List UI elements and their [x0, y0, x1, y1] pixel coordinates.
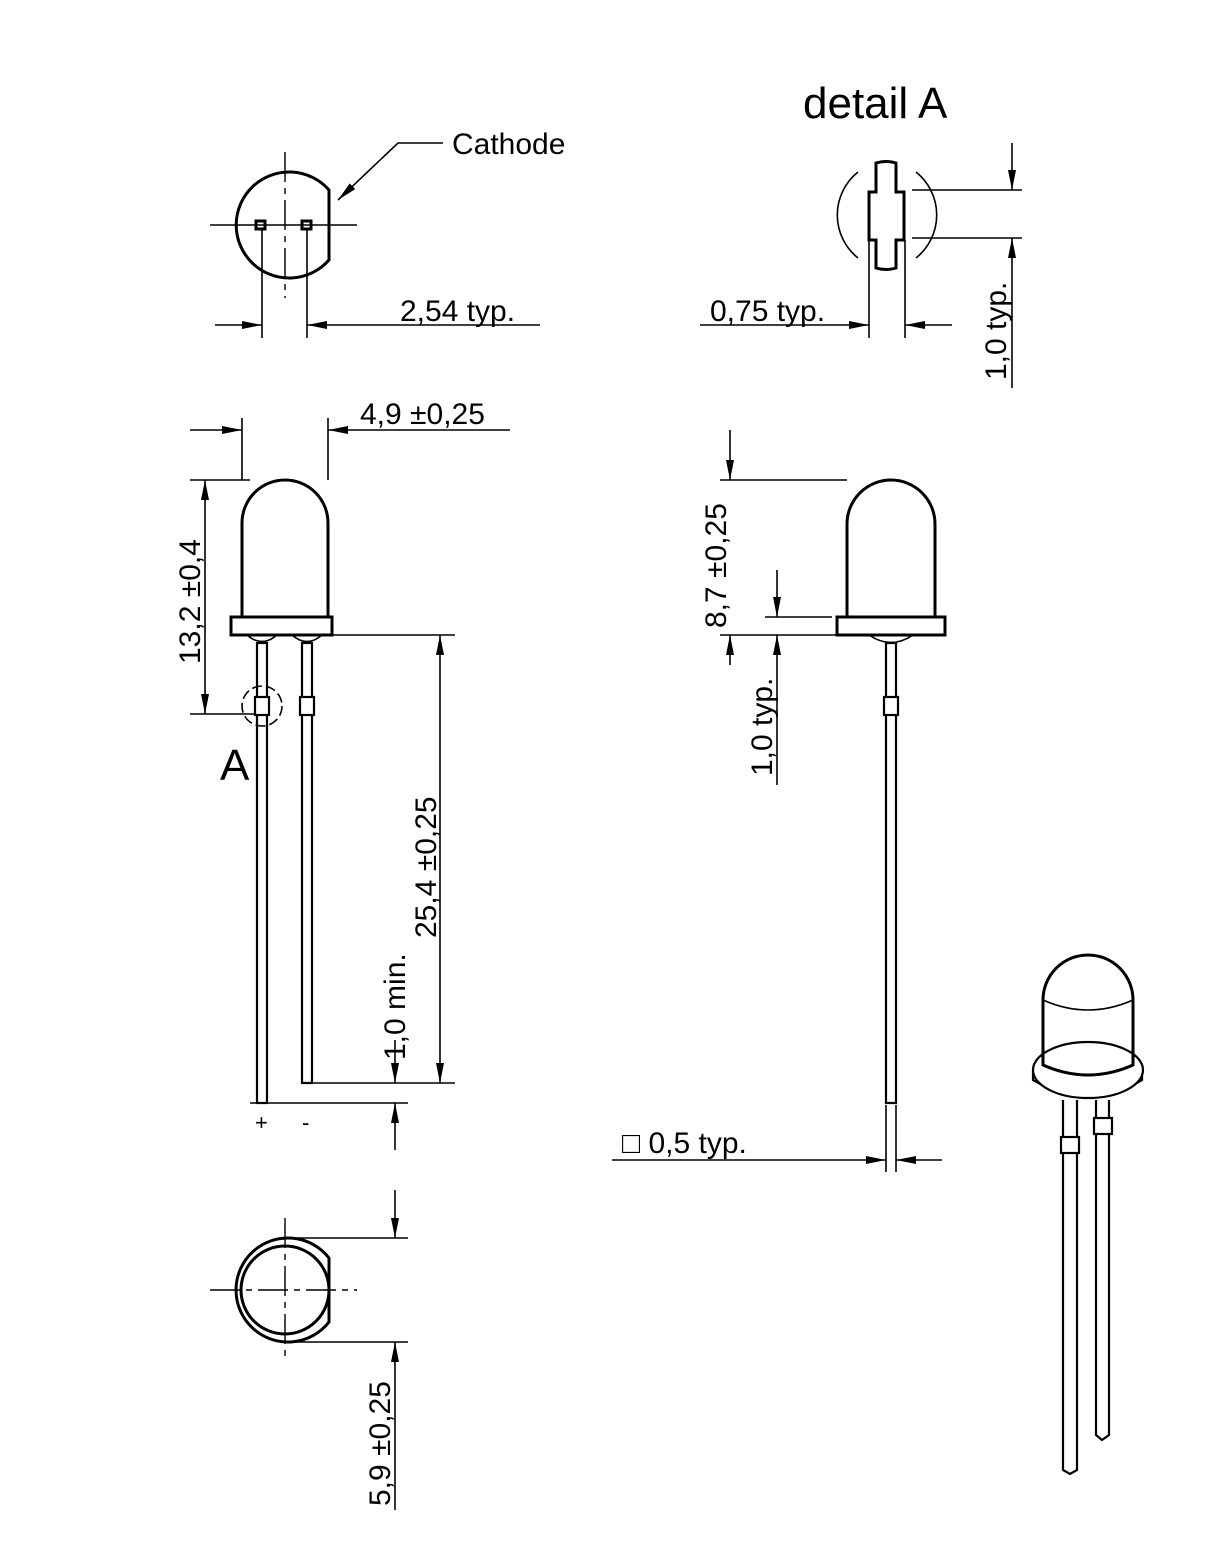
- cathode-sign: -: [302, 1110, 309, 1135]
- total-height-dimension: 13,2 ±0,4: [174, 539, 207, 664]
- detail-ref-label: A: [220, 741, 250, 790]
- pitch-dimension: 2,54 typ.: [400, 295, 515, 328]
- kink-length-dimension: 1,0 typ.: [980, 282, 1013, 380]
- side-view: 8,7 ±0,25 1,0 typ. □ 0,5 typ.: [612, 430, 947, 1172]
- front-view: A 4,9 ±0,25 13,2 ±0,4 25,4 ±0,25 1,0 min…: [174, 398, 510, 1150]
- flange-diameter-dimension: 5,9 ±0,25: [364, 1381, 397, 1506]
- detail-title: detail A: [803, 79, 948, 128]
- flange-height-dimension: 1,0 typ.: [746, 678, 779, 776]
- lead-width-dimension: 0,75 typ.: [710, 295, 825, 328]
- bottom-view: 5,9 ±0,25: [210, 1190, 408, 1510]
- cathode-label: Cathode: [452, 128, 565, 161]
- lead-length-dimension: 25,4 ±0,25: [410, 796, 443, 938]
- diameter-dimension: 4,9 ±0,25: [360, 398, 485, 431]
- lead-diff-dimension: 1,0 min.: [379, 953, 412, 1060]
- anode-sign: +: [255, 1110, 268, 1135]
- body-height-dimension: 8,7 ±0,25: [700, 503, 733, 628]
- detail-a-view: detail A 1,0 typ. 0,75 typ.: [700, 79, 1022, 388]
- lead-square-dimension: □ 0,5 typ.: [622, 1127, 747, 1160]
- top-view: Cathode 2,54 typ.: [210, 128, 565, 338]
- perspective-view: [1031, 953, 1145, 1476]
